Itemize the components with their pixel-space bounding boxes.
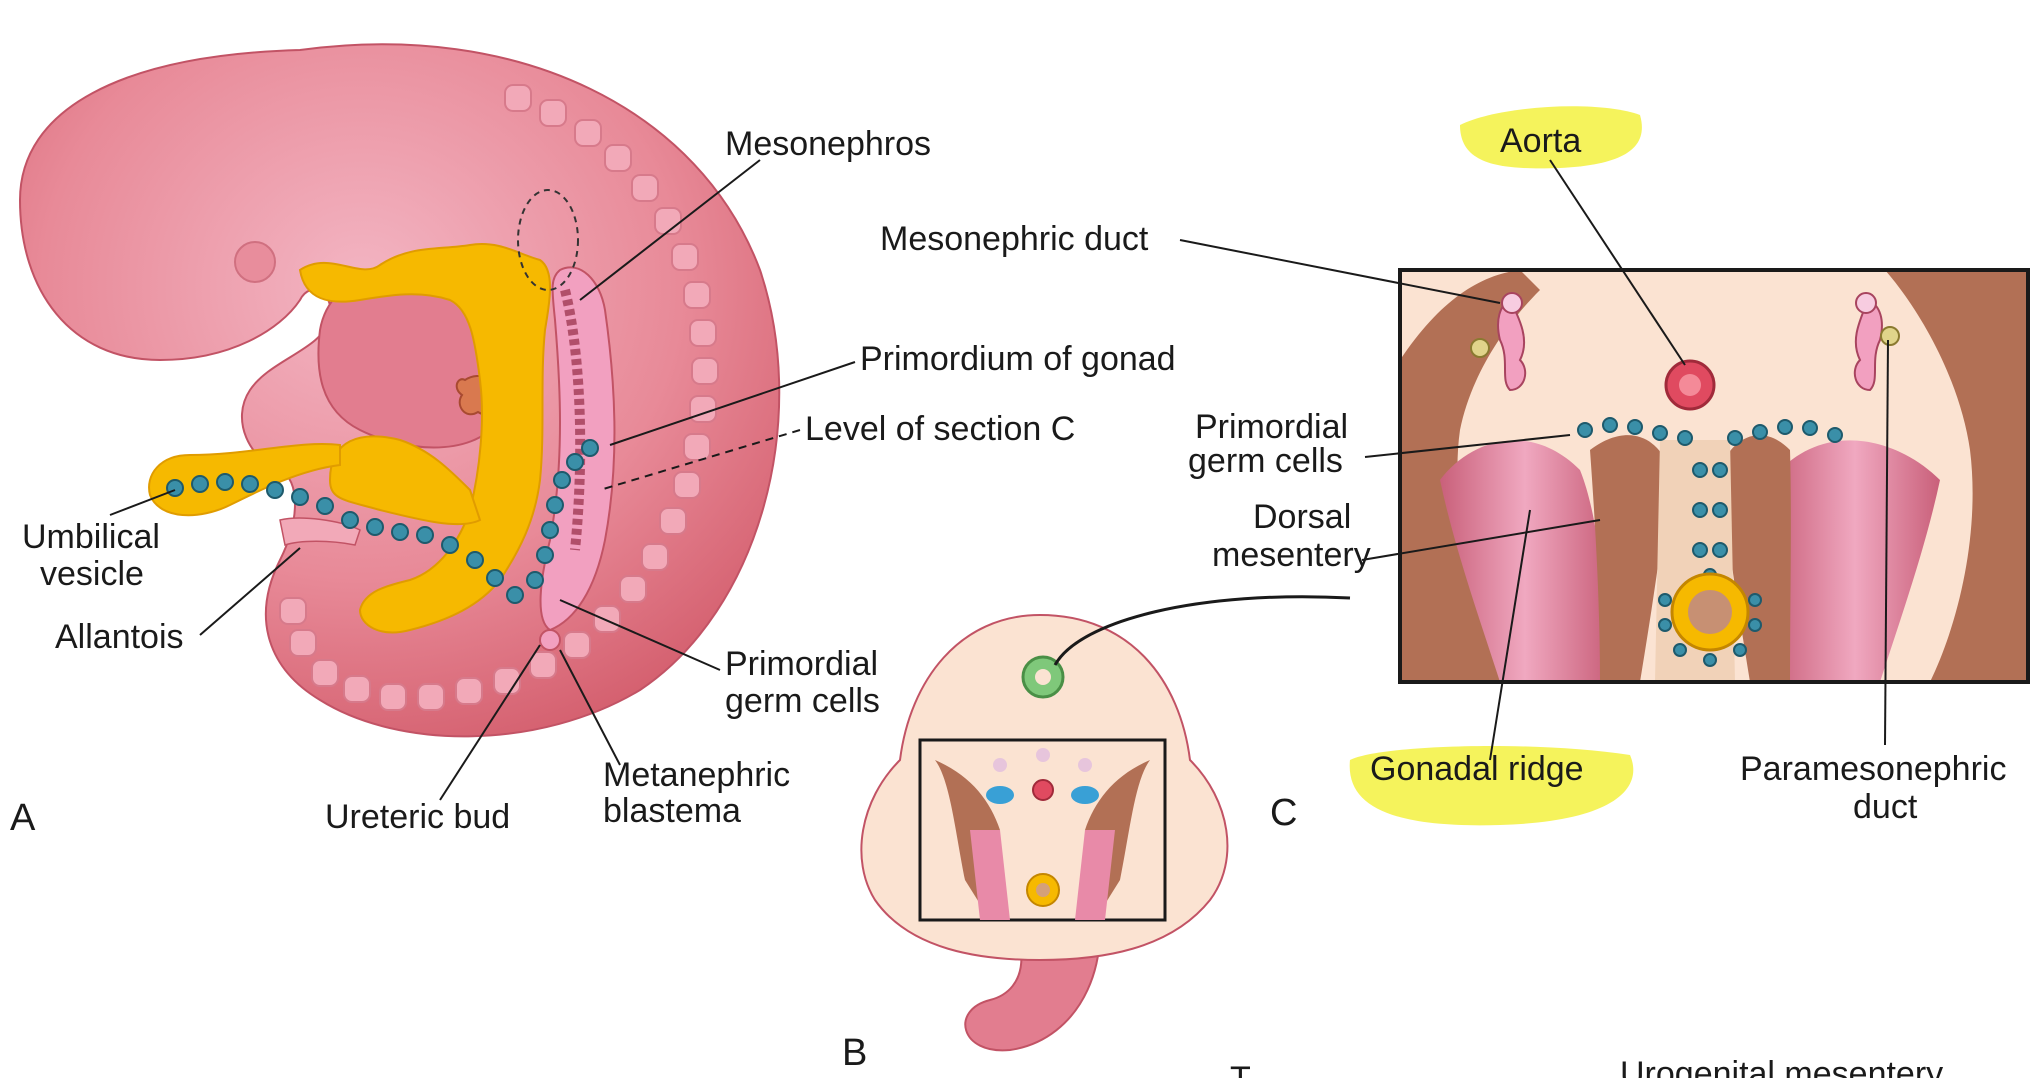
- label-paramesonephric-2: duct: [1853, 788, 1918, 826]
- optic-placode: [235, 242, 275, 282]
- label-pgc-c-2: germ cells: [1188, 442, 1343, 480]
- label-pgc-a-2: germ cells: [725, 682, 880, 720]
- panel-b-section: B: [842, 597, 1350, 1074]
- label-primordium-gonad: Primordium of gonad: [860, 340, 1176, 378]
- label-ureteric-bud: Ureteric bud: [325, 798, 510, 836]
- label-umbilical-2: vesicle: [40, 555, 144, 593]
- label-pgc-c-1: Primordial: [1195, 408, 1348, 446]
- footer-cut-text: T Urogenital mesentery: [1230, 1055, 1943, 1078]
- neural-canal: [1035, 669, 1051, 685]
- panel-letter-c: C: [1270, 792, 1297, 834]
- panel-letter-a: A: [10, 797, 36, 839]
- label-pgc-a-1: Primordial: [725, 645, 878, 683]
- label-dorsal-1: Dorsal: [1253, 498, 1351, 536]
- label-metanephric-1: Metanephric: [603, 756, 790, 794]
- label-mesonephros: Mesonephros: [725, 125, 931, 163]
- label-dorsal-2: mesentery: [1212, 536, 1371, 574]
- footer-cut-right: Urogenital mesentery: [1620, 1055, 1943, 1078]
- ureteric-bud: [540, 630, 560, 650]
- label-metanephric-2: blastema: [603, 792, 741, 830]
- footer-cut-left: T: [1230, 1060, 1251, 1078]
- label-paramesonephric-1: Paramesonephric: [1740, 750, 2006, 788]
- label-allantois: Allantois: [55, 618, 184, 656]
- label-mesonephric-duct: Mesonephric duct: [880, 220, 1149, 258]
- section-c-frame: [1400, 270, 2028, 682]
- label-umbilical-1: Umbilical: [22, 518, 160, 556]
- label-gonadal-ridge: Gonadal ridge: [1370, 750, 1584, 788]
- label-level-section: Level of section C: [805, 410, 1075, 448]
- label-aorta: Aorta: [1500, 122, 1581, 160]
- panel-letter-b: B: [842, 1032, 867, 1074]
